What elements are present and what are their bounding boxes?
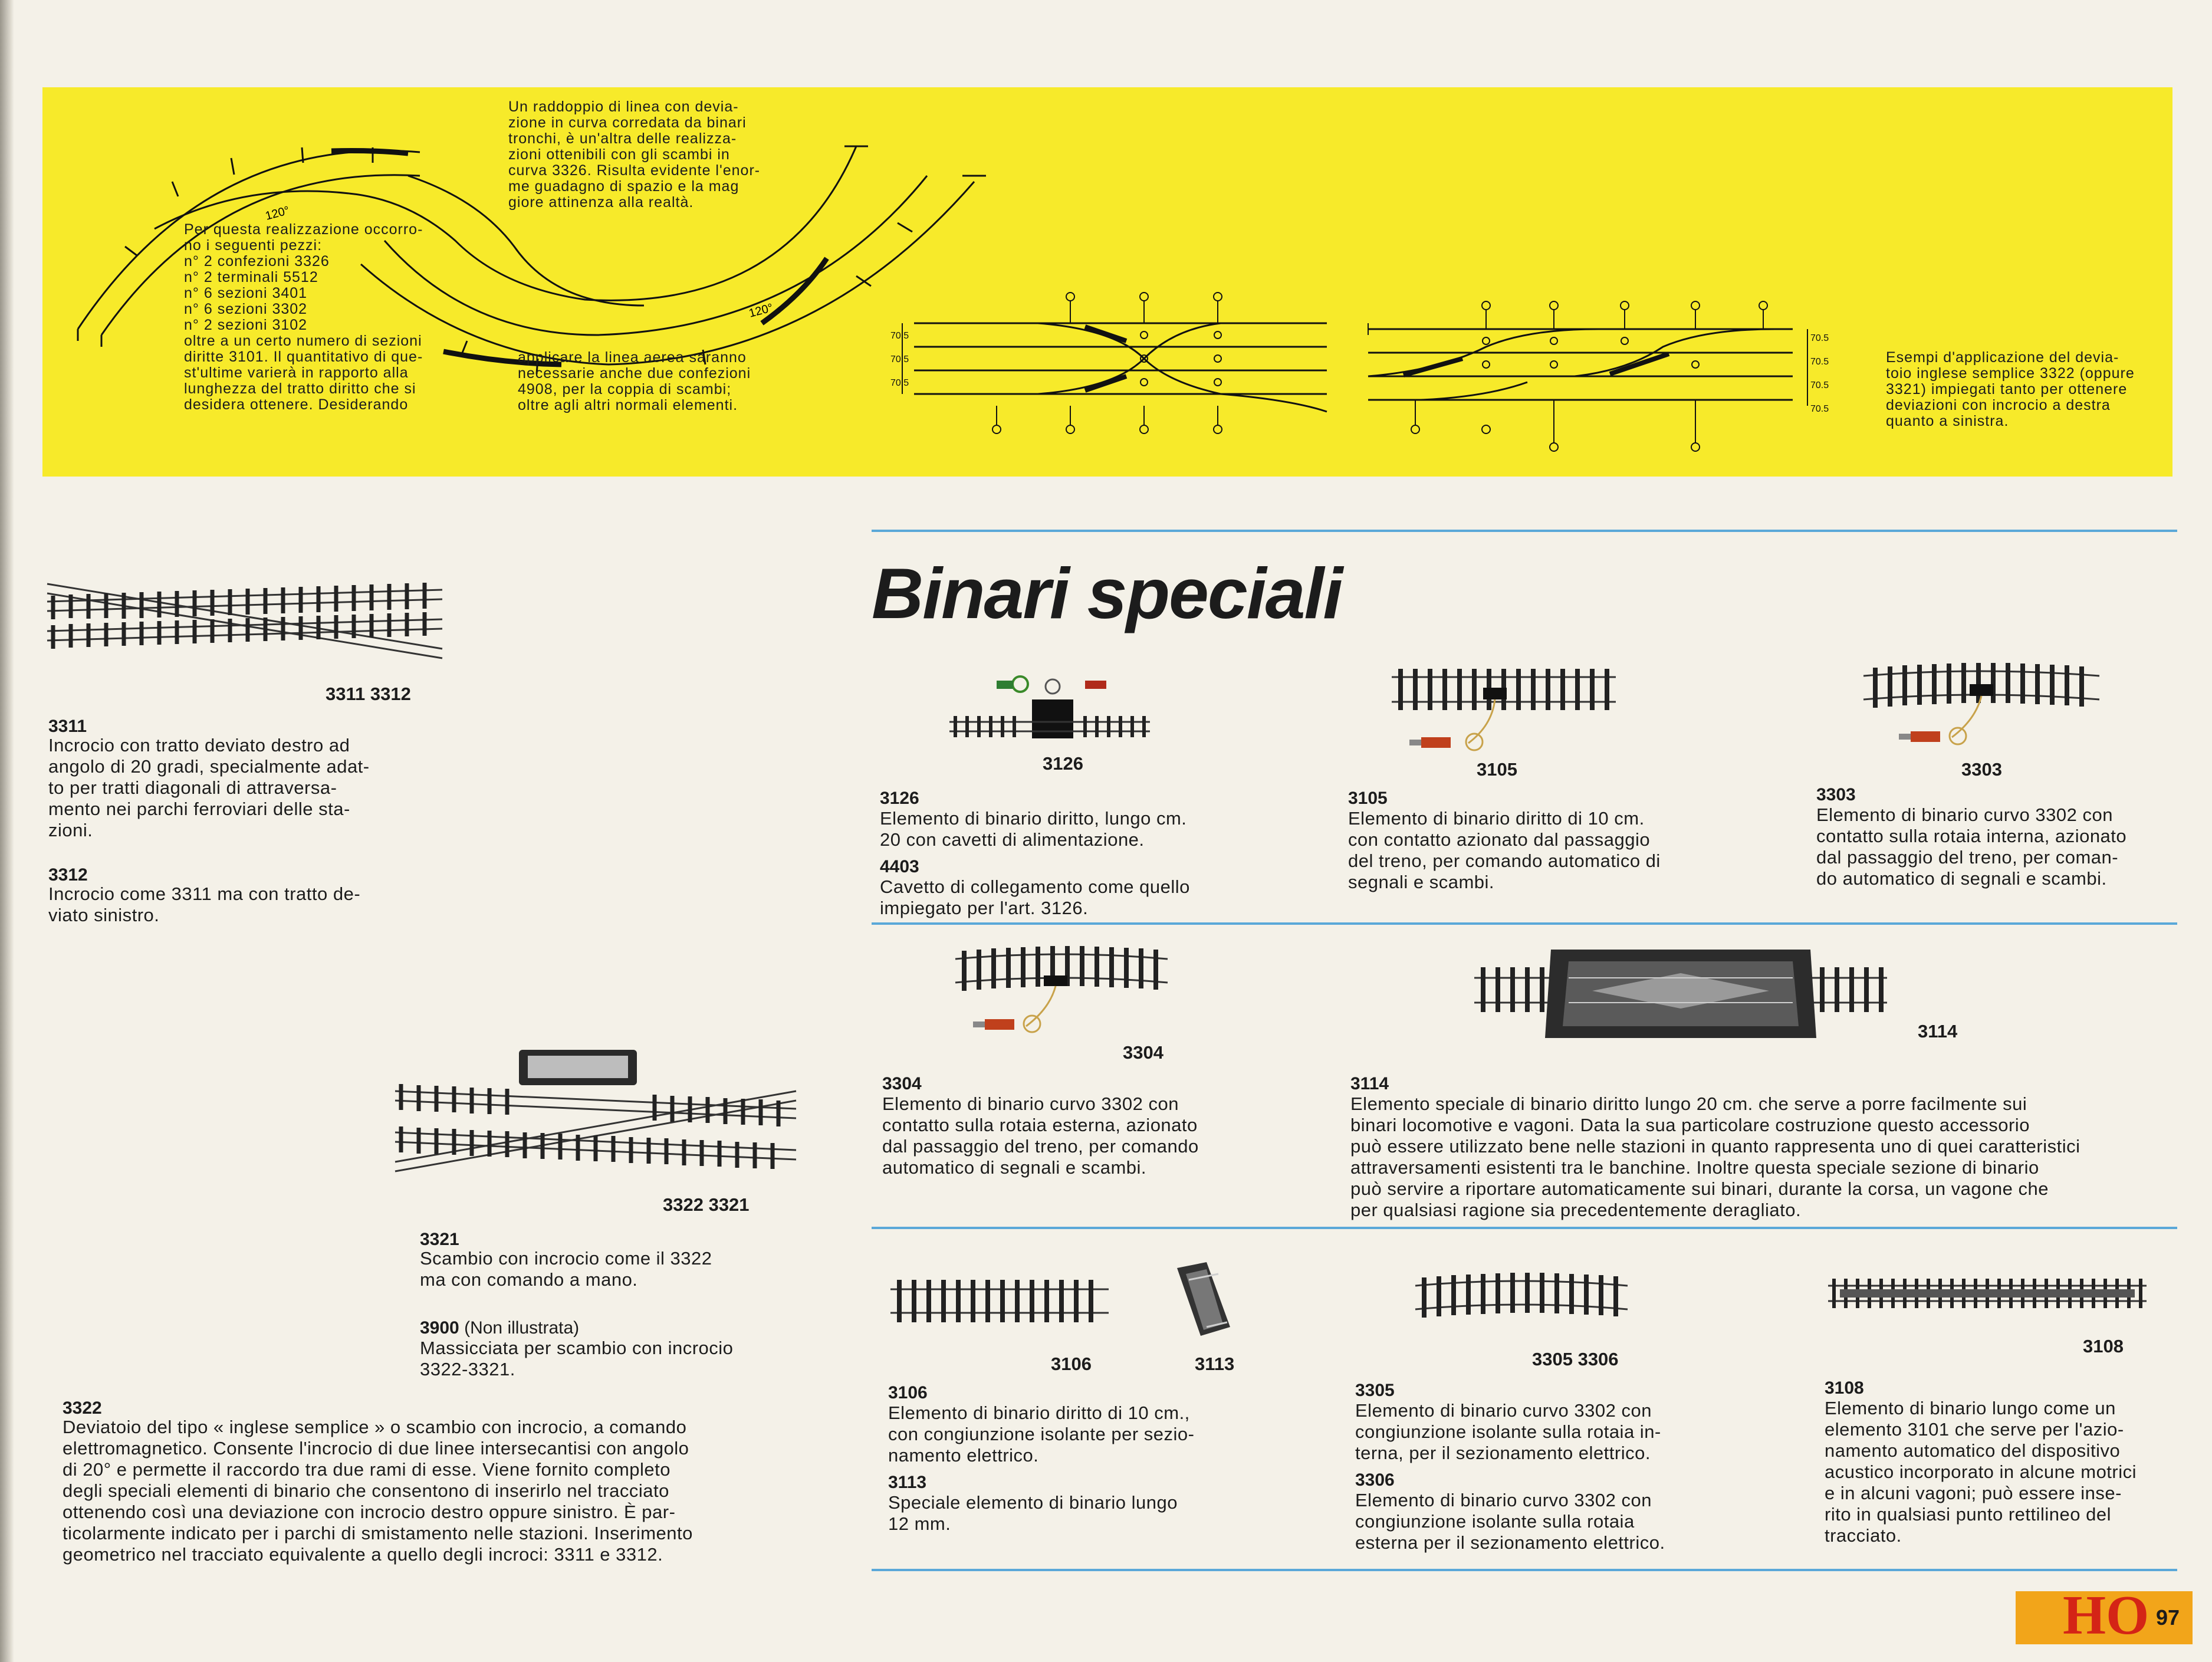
banner-parts-text: Per questa realizzazione occorro- no i s… [184,221,423,413]
dim-label: 70.5 [1810,333,1829,343]
item-code: 3303 [1816,785,1856,804]
item-description: Massicciata per scambio con incrocio 332… [420,1338,734,1379]
item-code: 3305 [1355,1381,1395,1400]
section-rule [872,922,2177,925]
item-label: 3105 [1477,759,1517,780]
dim-label: 70.5 [1810,380,1829,390]
page-number: 97 [2156,1605,2180,1630]
item-code-note: (Non illustrata) [464,1318,580,1338]
item-code: 3105 [1348,789,1388,808]
banner-overhead-text: applicare la linea aerea saranno necessa… [518,349,751,413]
item-label: 3303 [1961,759,2002,780]
item-description: Elemento speciale di binario diritto lun… [1350,1093,2080,1220]
item-code: 3108 [1825,1378,1864,1398]
item-description: Elemento di binario curvo 3302 con conta… [882,1093,1199,1178]
item-code: 3900 (Non illustrata) [420,1318,579,1339]
dim-label: 70.5 [890,354,909,364]
item-code: 3304 [882,1074,922,1093]
item-code: 3311 [48,717,87,736]
yard-schematic-right: 70.5 70.5 70.5 70.5 [1368,301,1829,452]
item-code: 3322 [63,1398,102,1418]
crossing-3311-illustration [47,583,443,659]
track-3303-illustration [1863,663,2100,745]
item-label: 3114 [1918,1021,1958,1042]
dim-label: 70.5 [1810,404,1829,414]
item-description: Deviatoio del tipo « inglese semplice » … [63,1417,693,1565]
item-label: 3126 [1043,753,1083,774]
item-label: 3113 [1195,1354,1235,1374]
page-title: Binari speciali [872,553,1343,633]
item-code: 3306 [1355,1470,1395,1490]
item-code: 3321 [420,1230,459,1249]
track-3126-illustration [949,675,1150,738]
item-description: Incrocio come 3311 ma con tratto de- via… [48,883,361,925]
yellow-banner: 120° 120° Per questa realizzazione occor… [42,87,2172,477]
item-description: Speciale elemento di binario lungo 12 mm… [888,1492,1178,1534]
page-binding-shadow [0,0,14,1662]
item-label: 3304 [1123,1042,1163,1063]
item-label: 3108 [2083,1336,2124,1356]
item-description: Elemento di binario lungo come un elemen… [1825,1398,2137,1546]
item-description: Elemento di binario curvo 3302 con conta… [1816,804,2127,889]
track-3105-illustration [1392,669,1616,751]
double-slip-3322-illustration [395,1050,797,1172]
dim-label: 70.5 [1810,357,1829,367]
item-code: 3312 [48,865,88,885]
yard-schematic-left: 70.5 70.5 70.5 [890,292,1327,434]
angle-label: 120° [264,204,291,223]
item-code: 4403 [880,857,919,876]
dim-label: 70.5 [890,331,909,341]
item-description: Incrocio con tratto deviato destro ad an… [48,735,370,840]
section-rule [872,530,2177,532]
banner-examples-text: Esempi d'applicazione del devia- toio in… [1886,349,2135,429]
track-3106-illustration [890,1280,1109,1322]
track-3304-illustration [955,946,1168,1033]
section-rule [872,1227,2177,1229]
track-3113-illustration [1177,1262,1230,1336]
ho-page-badge: HO 97 [2016,1585,2193,1646]
track-3305-illustration [1415,1273,1628,1318]
item-code: 3106 [888,1383,928,1402]
item-description: Elemento di binario curvo 3302 con congi… [1355,1400,1661,1463]
item-description: Scambio con incrocio come il 3322 ma con… [420,1248,712,1290]
item-code: 3114 [1350,1074,1389,1093]
item-code: 3113 [888,1473,927,1492]
item-label: 3305 3306 [1532,1349,1619,1369]
item-code-number: 3900 [420,1318,459,1338]
item-description: Elemento di binario diritto di 10 cm., c… [888,1402,1195,1466]
item-description: Elemento di binario diritto di 10 cm. co… [1348,808,1661,892]
rerailer-3114-illustration [1474,950,1887,1038]
track-3108-illustration [1828,1279,2147,1308]
item-code: 3126 [880,789,919,808]
item-description: Elemento di binario curvo 3302 con congi… [1355,1490,1665,1553]
banner-intro-text: Un raddoppio di linea con devia- zione i… [508,98,761,211]
item-label: 3311 3312 [326,684,411,704]
item-description: Elemento di binario diritto, lungo cm. 2… [880,808,1187,850]
item-label: 3322 3321 [663,1194,750,1215]
curved-layout-diagram: 120° 120° [77,145,986,375]
item-description: Cavetto di collegamento come quello impi… [880,876,1190,918]
item-label: 3106 [1051,1354,1092,1374]
ho-brand-mark: HO [2063,1585,2149,1646]
section-rule [872,1569,2177,1571]
dim-label: 70.5 [890,378,909,388]
